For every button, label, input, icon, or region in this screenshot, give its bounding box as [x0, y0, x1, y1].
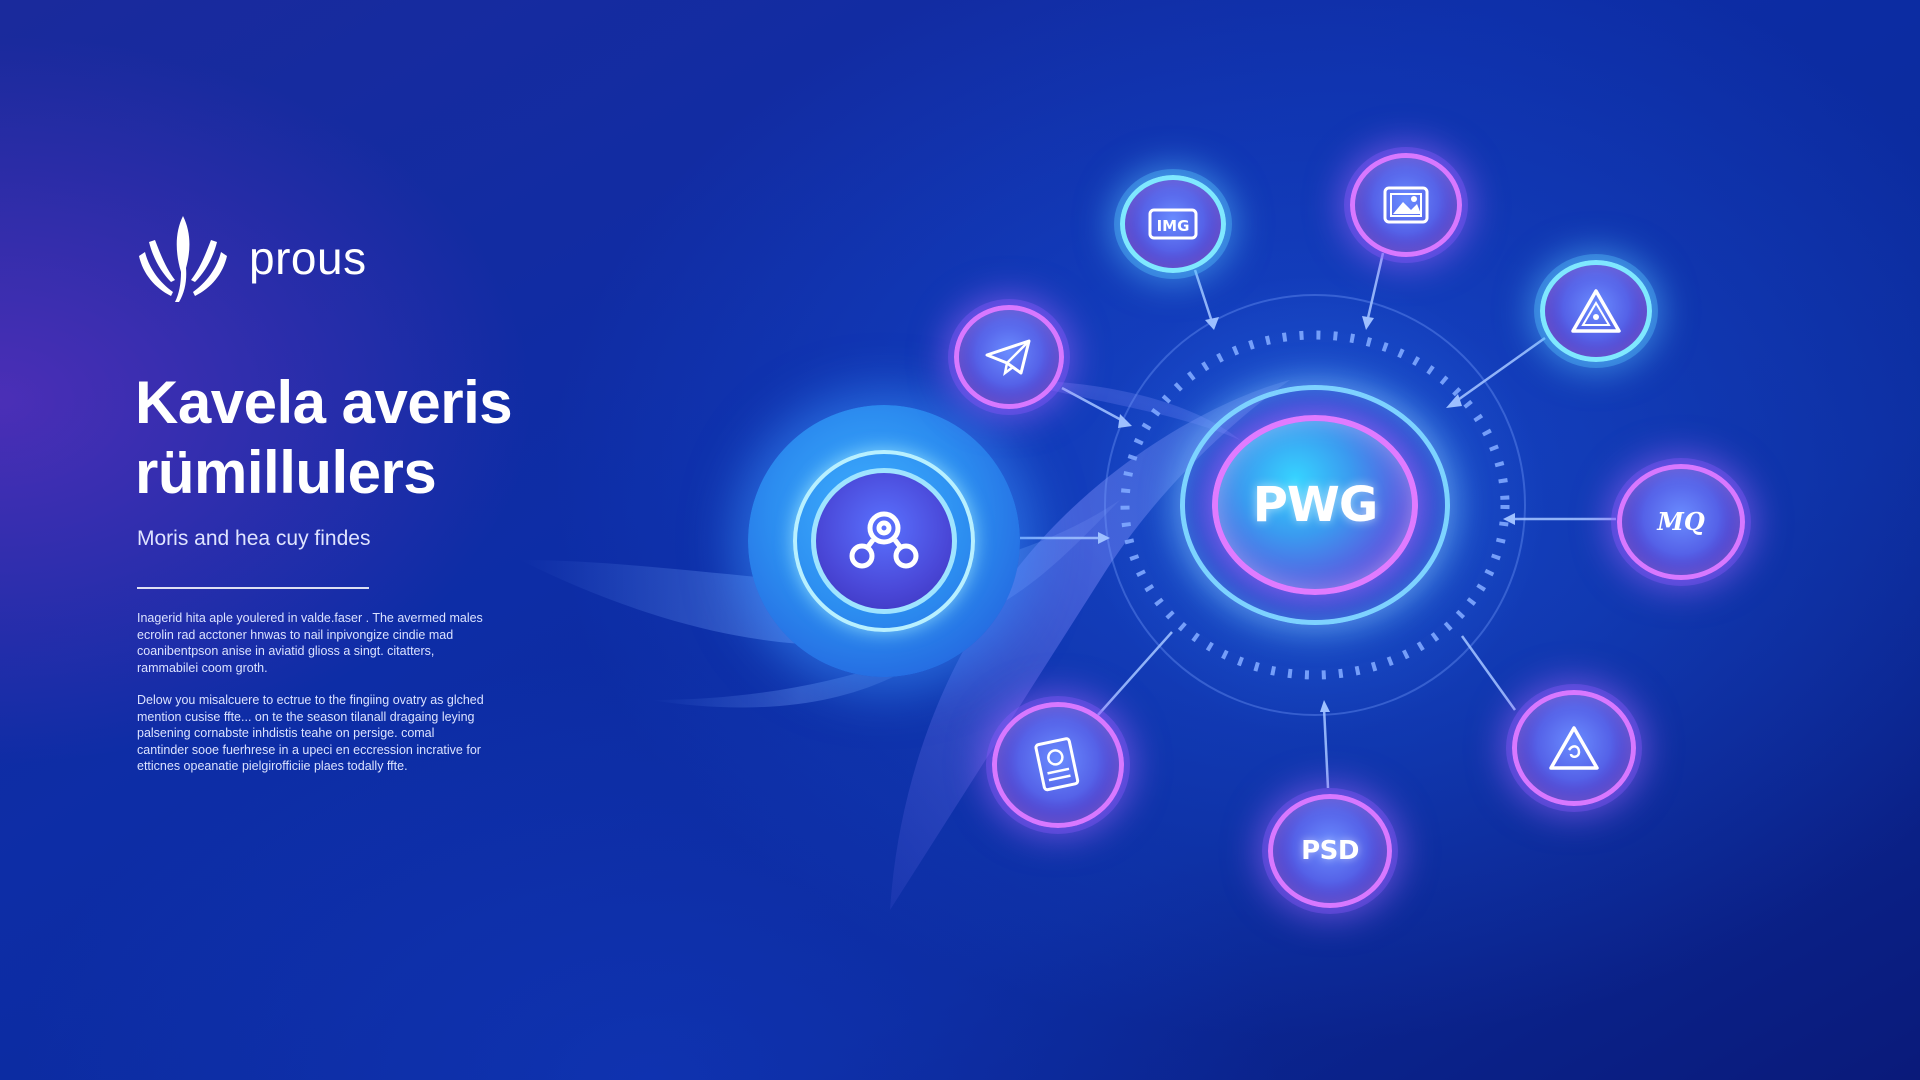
- link-nodes-icon: [849, 511, 919, 569]
- paragraph-line: cantinder sooe fuerhrese in a upeci en e…: [137, 742, 481, 757]
- warning-triangle-icon: [1571, 289, 1621, 333]
- brand-logo: prous: [135, 212, 367, 304]
- node-mq-label: MQ: [1656, 507, 1705, 536]
- connector-line: [1366, 252, 1385, 319]
- node-paper-plane: [954, 305, 1064, 409]
- connector-line: [1460, 635, 1517, 711]
- source-node: [748, 405, 1020, 677]
- paragraph-line: palsening cornabste inhdistis teahe on p…: [137, 726, 435, 740]
- connector-line: [1061, 386, 1126, 424]
- paragraph-line: ecrolin rad acctoner hnwas to nail inpiv…: [137, 627, 454, 642]
- node-psd: PSD: [1268, 794, 1392, 908]
- paragraph-line: Delow you misalcuere to ectrue to the fi…: [137, 693, 484, 707]
- paragraph-line: coanibentpson anise in aviatid glioss a …: [137, 644, 435, 658]
- body-paragraph-2: Delow you misalcuere to ectrue to the fi…: [137, 692, 537, 775]
- image-frame-icon: [1383, 186, 1429, 224]
- hub-outer-ring: [1104, 294, 1526, 716]
- connector-line: [1454, 336, 1546, 404]
- hub-label: PWG: [1252, 477, 1379, 533]
- script-text-icon: MQ: [1656, 507, 1705, 536]
- arrowhead: [1320, 700, 1330, 712]
- divider: [137, 587, 369, 589]
- paragraph-line: etticnes opeanatie pielgirofficiie plaes…: [137, 759, 408, 773]
- node-img-label: IMG: [1157, 217, 1190, 235]
- node-mq: MQ: [1617, 464, 1745, 580]
- paragraph-line: Inagerid hita aple youlered in valde.fas…: [137, 611, 483, 625]
- file-image-icon: IMG: [1148, 208, 1198, 240]
- paper-plane-icon: [985, 339, 1031, 376]
- node-warning-top: [1540, 260, 1652, 362]
- node-img: IMG: [1120, 175, 1226, 273]
- node-warning-bottom: [1512, 690, 1636, 806]
- node-document: [992, 702, 1124, 828]
- brand-name: prous: [249, 232, 367, 284]
- paragraph-line: mention cusise ffte... on te the season …: [137, 709, 475, 724]
- arrowhead: [1098, 532, 1110, 544]
- arrowhead: [1446, 394, 1462, 408]
- node-psd-label: PSD: [1301, 836, 1359, 866]
- arrowhead: [1362, 316, 1374, 330]
- connector-line: [1097, 631, 1173, 716]
- page-title-line-1: Kavela averis: [135, 369, 513, 436]
- hub-node: PWG: [1180, 385, 1450, 625]
- connector-line: [1193, 269, 1214, 323]
- node-image-frame: [1350, 153, 1462, 257]
- body-paragraph-1: Inagerid hita aple youlered in valde.fas…: [137, 610, 537, 676]
- arrowhead: [1503, 513, 1515, 525]
- arrowhead: [1205, 317, 1219, 330]
- source-node-core: [811, 468, 957, 614]
- hub-dashed-ring: [1120, 330, 1510, 680]
- hub-node-core: PWG: [1212, 415, 1418, 595]
- arrowhead: [1118, 414, 1132, 428]
- page-title: Kavela averis rümillulers: [135, 368, 595, 508]
- document-icon: [1034, 737, 1080, 792]
- page-subtitle: Moris and hea cuy findes: [137, 527, 371, 550]
- leaf-logo-icon: [139, 216, 227, 302]
- page-title-line-2: rümillulers: [135, 439, 437, 506]
- connector-line: [1322, 707, 1330, 789]
- source-node-ring: [793, 450, 975, 632]
- paragraph-line: rammabilei coom groth.: [137, 660, 268, 675]
- warning-triangle-icon: [1549, 726, 1599, 770]
